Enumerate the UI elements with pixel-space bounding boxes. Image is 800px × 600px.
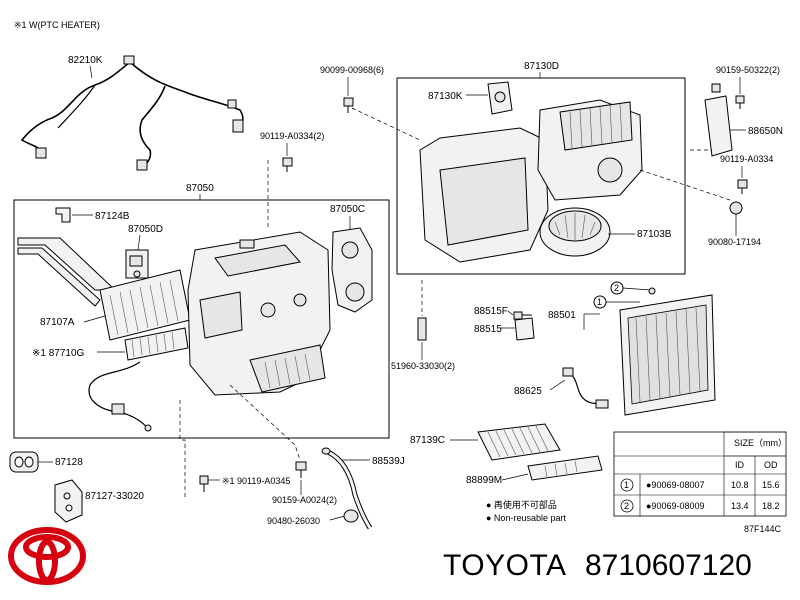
size-row-1-od: 15.6 (762, 480, 780, 490)
ptc-heater-87710G (88, 327, 189, 432)
label-90159-50322: 90159-50322(2) (716, 65, 780, 75)
label-87128: 87128 (55, 457, 83, 468)
drain-hose-88539J (321, 447, 373, 530)
screw-90119-A0334-2 (282, 157, 293, 172)
blower-case-87130D (419, 99, 643, 263)
label-87710G: ※1 87710G (32, 348, 85, 359)
label-88625: 88625 (514, 386, 542, 397)
label-88515F: 88515F (474, 306, 508, 317)
legend-line-2: ● Non-reusable part (486, 513, 566, 523)
part-number: 8710607120 (585, 549, 752, 582)
label-82210K: 82210K (68, 55, 103, 66)
leader-90480 (329, 515, 346, 521)
group-box-87050 (13, 199, 390, 439)
label-87127-33020: 87127-33020 (85, 491, 144, 502)
servo-motor-87050C (331, 227, 373, 313)
label-90159-A0024: 90159-A0024(2) (272, 495, 337, 505)
label-90099-00968: 90099-00968(6) (320, 65, 384, 75)
label-90119-A0345: ※1 90119-A0345 (222, 476, 290, 486)
bracket-87124B (55, 207, 71, 223)
size-row-1-id: 10.8 (731, 480, 749, 490)
amplifier-88650N (704, 83, 733, 157)
servo-motor-87130K (487, 81, 513, 115)
size-table: SIZE（mm） ID OD 1 ●90069-08007 10.8 15.6 … (613, 431, 787, 517)
brand-name: TOYOTA (443, 549, 567, 582)
ac-unit-housing (187, 231, 331, 396)
screw-90119-A0334 (737, 179, 748, 194)
leader-82210K (89, 65, 93, 79)
dash-line-1 (179, 400, 186, 500)
header-note: ※1 W(PTC HEATER) (14, 20, 100, 30)
cabin-filter-87139C (477, 423, 561, 461)
callout-circles: 2 1 (593, 281, 656, 309)
screw-90119-A0345 (199, 475, 209, 492)
label-90480-26030: 90480-26030 (267, 516, 320, 526)
size-table-header-od: OD (764, 460, 778, 470)
sensor-88625 (562, 367, 609, 409)
size-table-title: SIZE（mm） (734, 438, 787, 448)
label-87124B: 87124B (95, 211, 130, 222)
wire-harness-82210K (20, 55, 244, 171)
condenser-core-88501 (619, 294, 716, 416)
label-87107A: 87107A (40, 317, 75, 328)
leader-87107A (83, 315, 106, 323)
label-88650N: 88650N (748, 126, 783, 137)
callout-2-number: 2 (614, 283, 619, 293)
seal-87128 (9, 451, 39, 473)
size-row-1-num: 1 (624, 480, 629, 490)
label-87139C: 87139C (410, 435, 445, 446)
servo-motor-87050D (125, 249, 149, 279)
label-87130D: 87130D (524, 61, 559, 72)
size-table-header-id: ID (735, 460, 745, 470)
group-box-87130D (396, 77, 686, 275)
label-88501: 88501 (548, 310, 576, 321)
size-row-2-part: ●90069-08009 (646, 501, 705, 511)
label-87103B: 87103B (637, 229, 672, 240)
dash-line-4 (351, 107, 421, 141)
screw-90099-00968 (343, 97, 354, 113)
label-88899M: 88899M (466, 475, 502, 486)
plug-51960-33030 (417, 317, 427, 341)
label-90119-A0334: 90119-A0334 (720, 154, 773, 164)
block-88515 (514, 317, 535, 341)
label-88539J: 88539J (372, 456, 405, 467)
nut-90080-17194 (729, 201, 743, 215)
dash-line-6 (639, 169, 731, 201)
size-row-2-num: 2 (624, 501, 629, 511)
leader-87050D (137, 234, 141, 251)
legend-line-1: ● 再使用不可部品 (486, 499, 557, 510)
grommet-87127 (54, 479, 83, 523)
leader-88899M (501, 473, 529, 481)
callout-1-number: 1 (597, 297, 602, 307)
label-87050C: 87050C (330, 204, 365, 215)
label-90080-17194: 90080-17194 (708, 237, 761, 247)
leader-88515F (507, 310, 514, 316)
blower-motor-87103B (539, 207, 611, 257)
label-51960-33030: 51960-33030(2) (391, 361, 455, 371)
size-row-2-od: 18.2 (762, 501, 780, 511)
label-90119-A0334-2: 90119-A0334(2) (260, 131, 324, 141)
dash-line-2 (229, 384, 301, 461)
plug-90480 (343, 509, 359, 523)
label-87050: 87050 (186, 183, 214, 194)
filter-cover-88899M (527, 455, 603, 481)
evaporator-87107A (17, 237, 191, 341)
clip-90159-A0024 (295, 461, 307, 478)
leader-88625 (549, 379, 566, 391)
label-87130K: 87130K (428, 91, 463, 102)
size-row-2-id: 13.4 (731, 501, 749, 511)
diagram-code: 87F144C (744, 524, 782, 534)
label-88515: 88515 (474, 324, 502, 335)
size-row-1-part: ●90069-08007 (646, 480, 705, 490)
screw-90159-50322 (735, 95, 745, 109)
bolt-88515F (513, 311, 532, 320)
toyota-logo (8, 527, 86, 585)
label-87050D: 87050D (128, 224, 163, 235)
